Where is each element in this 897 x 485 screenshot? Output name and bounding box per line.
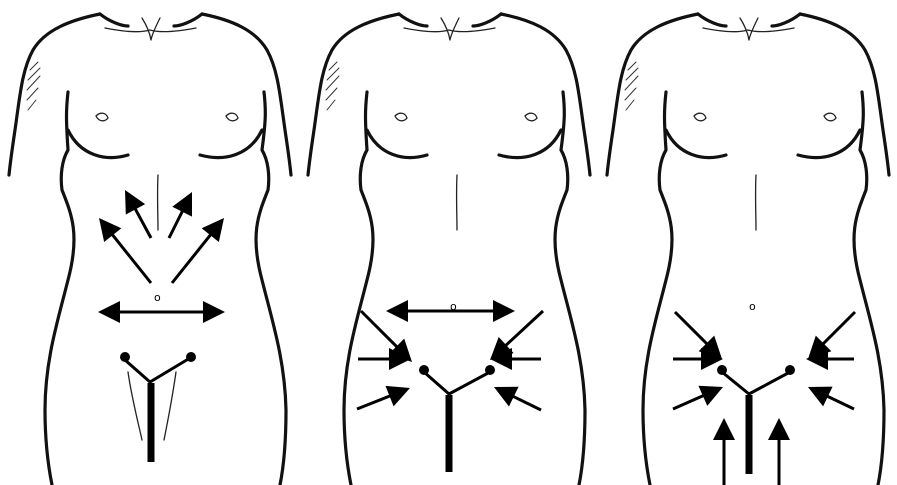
navel-mark-1: o — [154, 291, 161, 304]
navel-mark-3: o — [749, 300, 756, 313]
arrow-2-8 — [494, 387, 541, 410]
arrow-1-3 — [99, 218, 151, 283]
arrow-2-2 — [448, 300, 515, 322]
arrow-3-5 — [673, 386, 723, 409]
arrow-3-8 — [768, 418, 790, 485]
arrows-panel-3 — [673, 312, 855, 485]
arrow-2-1 — [386, 300, 448, 322]
uterus-panel-3 — [717, 365, 795, 474]
arrow-3-1 — [675, 312, 722, 359]
arrow-1-5 — [98, 301, 158, 323]
arrow-1-1 — [125, 190, 151, 238]
arrow-3-2 — [808, 312, 855, 359]
arrow-3-6 — [808, 387, 854, 409]
arrows-panel-1 — [98, 190, 225, 323]
arrow-3-7 — [713, 418, 735, 485]
uterus-panel-1 — [120, 352, 196, 462]
arrow-1-6 — [158, 301, 225, 323]
arrow-1-2 — [169, 192, 192, 238]
arrow-2-7 — [357, 386, 410, 409]
arrow-1-4 — [172, 218, 224, 283]
uterus-panel-2 — [419, 365, 495, 472]
